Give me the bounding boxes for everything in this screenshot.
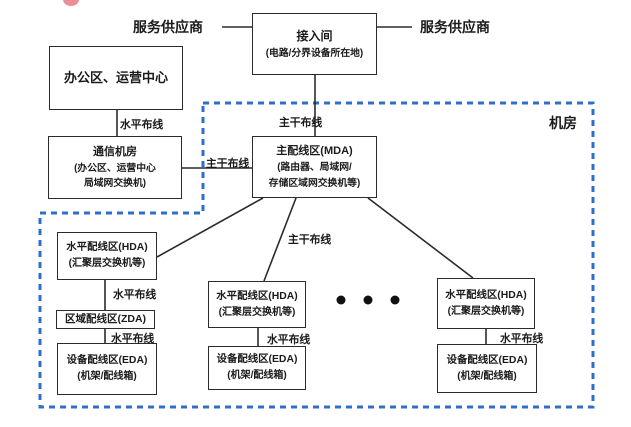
label-machine-room: 机房	[549, 115, 577, 131]
label-horizontal-cabling-right: 水平布线	[500, 333, 544, 345]
node-subtitle: (机架/配线箱)	[77, 371, 137, 383]
node-title: 办公区、运营中心	[63, 69, 168, 85]
label-horizontal-cabling-zda-eda: 水平布线	[111, 333, 155, 345]
node-title: 主配线区(MDA)	[276, 145, 353, 158]
node-hda-middle: 水平配线区(HDA) (汇聚层交换机等)	[208, 281, 306, 328]
node-mda: 主配线区(MDA) (路由器、局域网/ 存储区域网交换机等)	[252, 136, 377, 198]
node-subtitle: (汇聚层交换机等)	[447, 305, 525, 317]
edge-mda-hda-middle	[263, 197, 297, 282]
node-subtitle: (汇聚层交换机等)	[218, 306, 296, 318]
pink-blob-decoration	[63, 0, 79, 6]
edge-mda-hda-left	[156, 197, 264, 258]
node-hda-left: 水平配线区(HDA) (汇聚层交换机等)	[57, 232, 157, 280]
node-title: 接入间	[296, 29, 333, 44]
ellipsis-dot	[363, 295, 373, 305]
label-horizontal-cabling-office: 水平布线	[120, 119, 164, 131]
node-subtitle: (汇聚层交换机等)	[68, 258, 146, 270]
node-subtitle: (机架/配线箱)	[227, 370, 287, 382]
label-backbone-telecom-mda: 主干布线	[206, 158, 250, 170]
node-office-area: 办公区、运营中心	[49, 46, 183, 110]
edge-mda-hda-right	[367, 197, 474, 279]
node-line2: (办公区、运营中心	[74, 162, 156, 174]
label-backbone-entrance-mda: 主干布线	[279, 117, 323, 129]
node-line3: 局域网交换机)	[83, 178, 147, 190]
node-subtitle: (机架/配线箱)	[457, 370, 517, 382]
node-title: 设备配线区(EDA)	[446, 354, 528, 366]
machine-room-boundary	[38, 101, 595, 409]
node-subtitle: (电路/分界设备所在地)	[265, 47, 364, 59]
ellipsis-dots	[336, 295, 400, 305]
ellipsis-dot	[336, 295, 346, 305]
edges	[104, 26, 487, 346]
node-title: 区域配线区(ZDA)	[64, 313, 147, 326]
node-telecom-room: 通信机房 (办公区、运营中心 局域网交换机)	[48, 136, 182, 199]
node-line3: 存储区域网交换机等)	[268, 177, 361, 189]
label-backbone-mda-hda: 主干布线	[288, 234, 332, 246]
node-line2: (路由器、局域网/	[277, 162, 352, 174]
label-horizontal-cabling-hda-zda: 水平布线	[113, 289, 157, 301]
node-eda-right: 设备配线区(EDA) (机架/配线箱)	[437, 344, 537, 393]
label-service-provider-right: 服务供应商	[420, 19, 490, 35]
node-title: 水平配线区(HDA)	[216, 290, 298, 302]
label-service-provider-left: 服务供应商	[133, 19, 203, 35]
node-title: 水平配线区(HDA)	[445, 289, 527, 301]
node-title: 水平配线区(HDA)	[66, 242, 148, 254]
node-title: 设备配线区(EDA)	[66, 355, 148, 367]
node-entrance-room: 接入间 (电路/分界设备所在地)	[252, 13, 377, 75]
node-title: 设备配线区(EDA)	[216, 354, 298, 366]
node-eda-left: 设备配线区(EDA) (机架/配线箱)	[57, 343, 157, 395]
node-eda-middle: 设备配线区(EDA) (机架/配线箱)	[208, 346, 306, 390]
ellipsis-dot	[390, 295, 400, 305]
node-title: 通信机房	[93, 145, 137, 158]
node-zda: 区域配线区(ZDA)	[56, 310, 155, 329]
label-horizontal-cabling-middle: 水平布线	[267, 334, 311, 346]
node-hda-right: 水平配线区(HDA) (汇聚层交换机等)	[437, 278, 535, 329]
